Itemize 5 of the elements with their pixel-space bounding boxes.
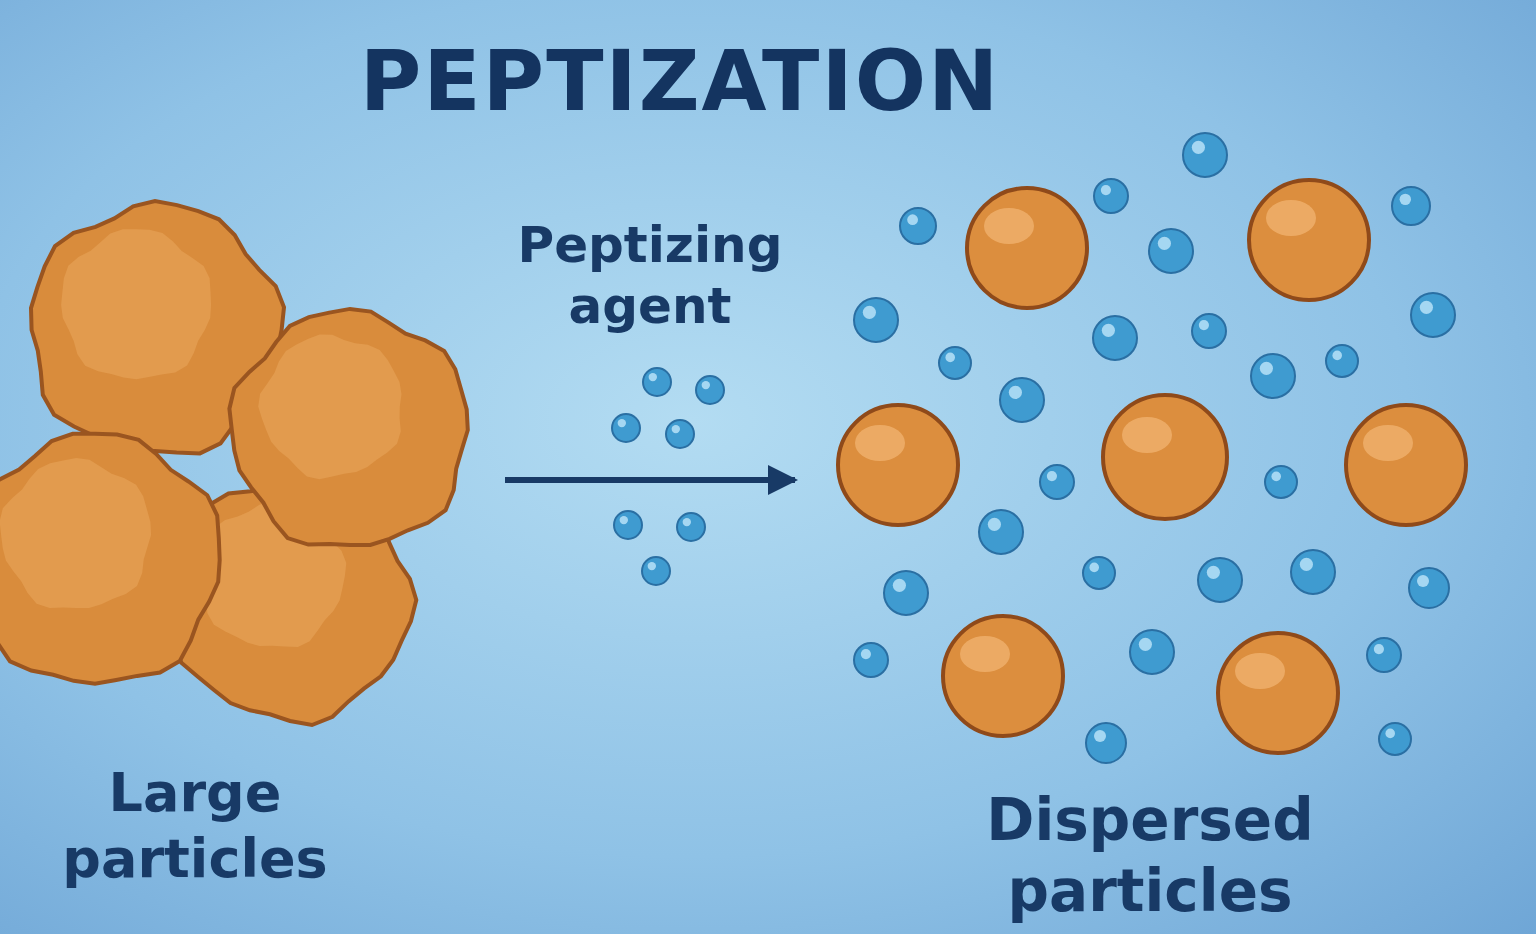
title: PEPTIZATION [358,31,1002,132]
particle-label: Dispersed particles [985,785,1315,927]
particle-label: Large particles [61,760,329,892]
arrow [505,465,798,495]
edge-label: Peptizing agent [516,215,784,337]
